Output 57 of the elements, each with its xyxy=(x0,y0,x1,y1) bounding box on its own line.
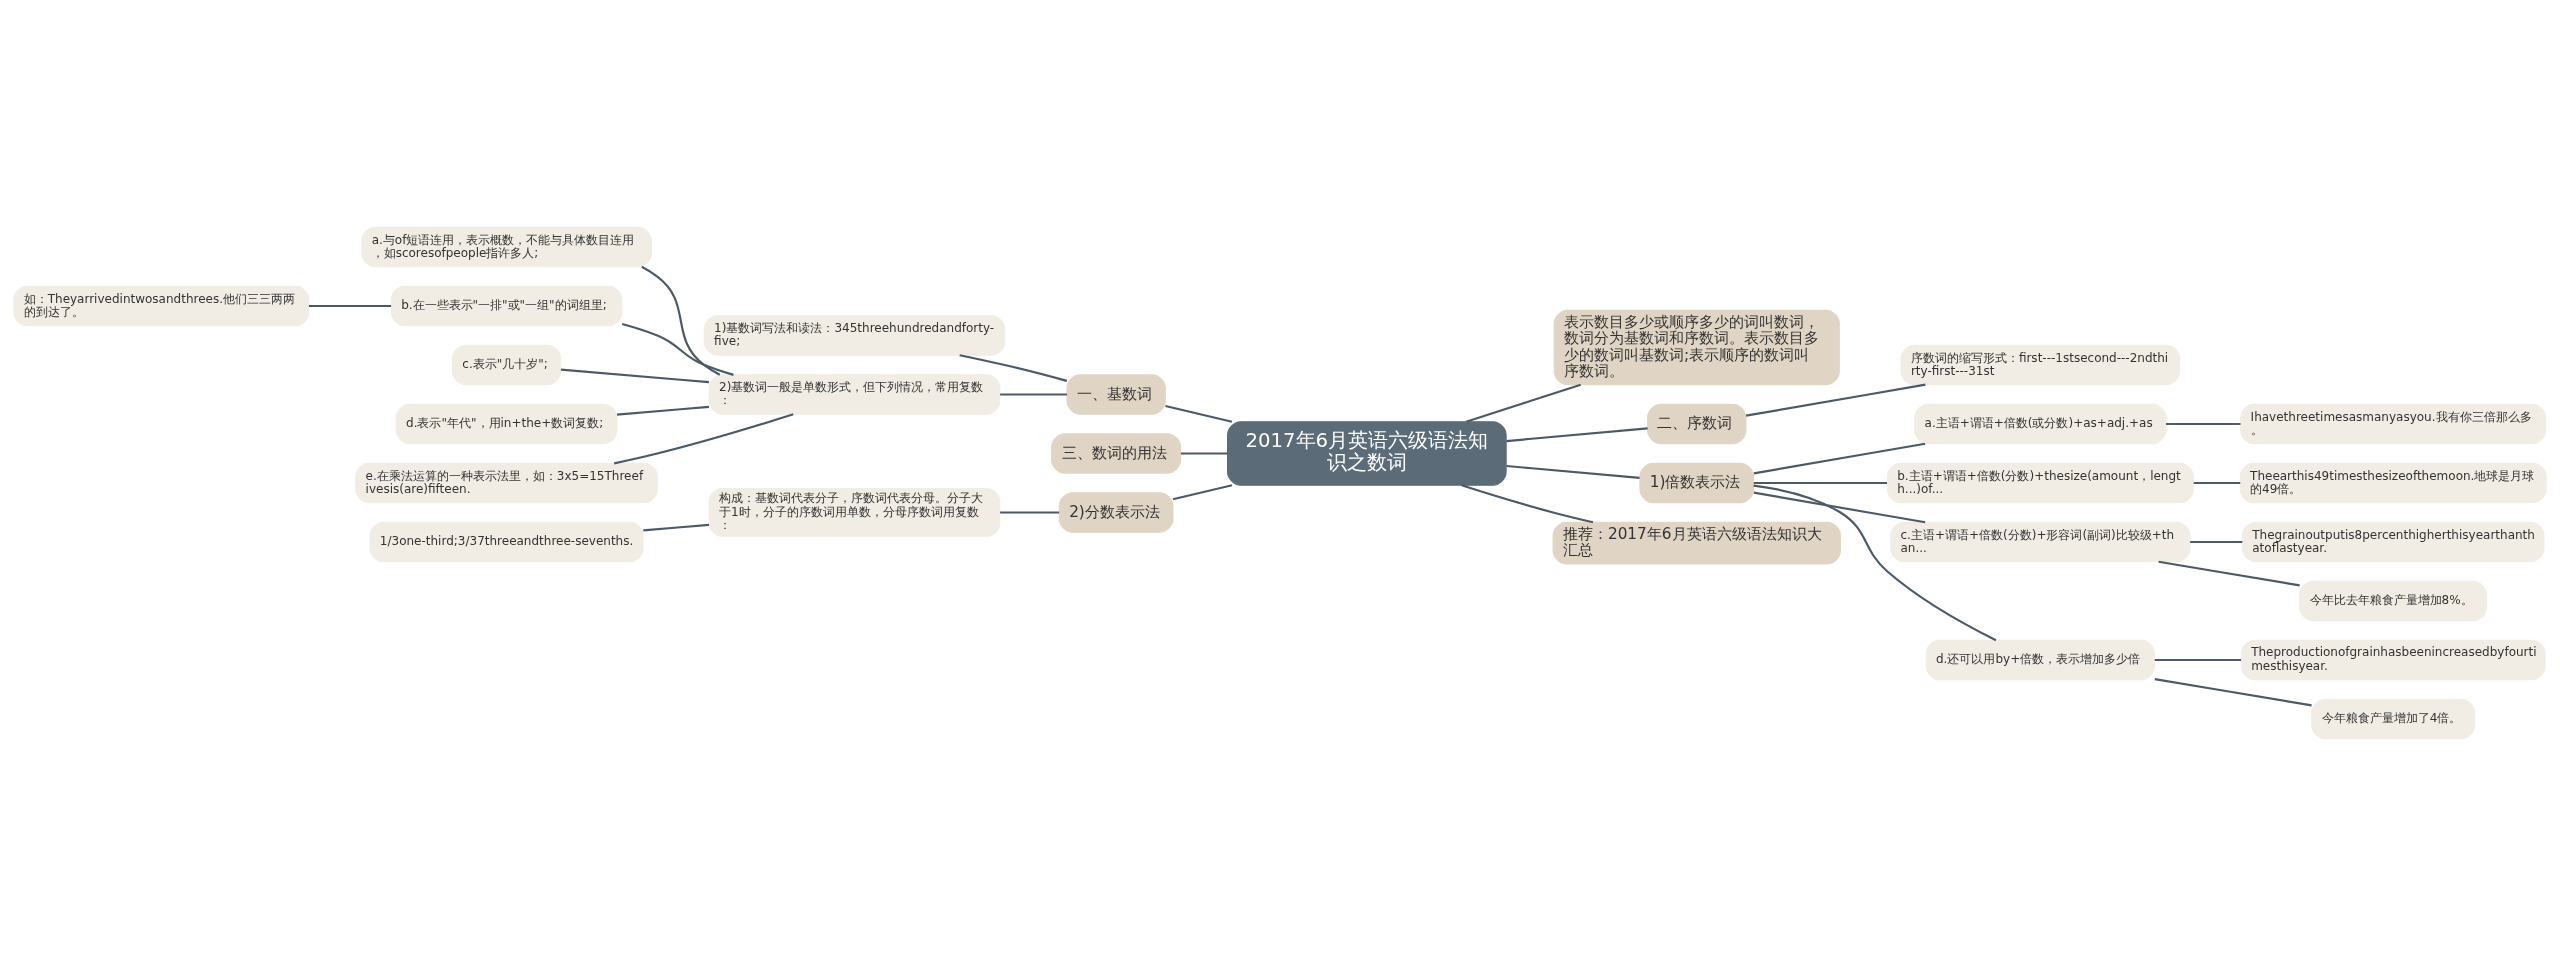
node-box: c.表示"几十岁"; xyxy=(451,344,562,385)
connector xyxy=(1753,491,1926,523)
connector xyxy=(1506,426,1648,442)
connector xyxy=(2154,658,2242,661)
connector xyxy=(2154,677,2312,706)
node-box: b.在一些表示"一排"或"一组"的词组里; xyxy=(390,285,623,326)
node-box: 1)基数词写法和读法：345threehundredandforty-five; xyxy=(703,314,1006,356)
connector xyxy=(959,353,1068,382)
connector xyxy=(2158,560,2300,586)
node-box: Theproductionofgrainhasbeenincreasedbyfourtimesthisyear. xyxy=(2240,639,2546,680)
connector xyxy=(1165,404,1233,423)
node-box: 1)倍数表示法 xyxy=(1639,462,1755,503)
node-box: 今年粮食产量增加了4倍。 xyxy=(2311,698,2476,739)
node-box: d.表示"年代"，用in+the+数词复数; xyxy=(395,403,618,444)
connector xyxy=(616,405,710,416)
connector xyxy=(308,304,392,307)
connector xyxy=(1753,484,1997,641)
node-box: e.在乘法运算的一种表示法里，如：3x5=15Threefivesis(are)fifteen. xyxy=(355,462,658,503)
connector xyxy=(2190,540,2243,543)
node-box: 2017年6月英语六级语法知识之数词 xyxy=(1227,420,1507,486)
connector xyxy=(614,412,794,464)
node-box: 三、数词的用法 xyxy=(1051,432,1182,474)
node-box: a.与of短语连用，表示概数，不能与具体数目连用，如scoresofpeople指许多人; xyxy=(361,226,652,267)
node-box: Thegrainoutputis8percenthigherthisyearthanthatoflastyear. xyxy=(2241,521,2545,562)
node-box: Theearthis49timesthesizeofthemoon.地球是月球的49倍。 xyxy=(2239,462,2547,503)
node-box: 2)基数词一般是单数形式，但下列情况，常用复数： xyxy=(708,373,1001,415)
connector xyxy=(2193,481,2241,484)
node-box: 二、序数词 xyxy=(1647,403,1747,444)
node-box: Ihavethreetimesasmanyasyou.我有你三倍那么多。 xyxy=(2240,403,2547,444)
node-box: 1/3one-third;3/37threeandthree-sevenths. xyxy=(369,521,644,562)
connector xyxy=(1000,392,1067,396)
node-box: 表示数目多少或顺序多少的词叫数词，数词分为基数词和序数词。表示数目多少的数词叫基数词;表示顺序的数词叫序数词。 xyxy=(1553,309,1840,385)
connector xyxy=(1180,451,1228,455)
connector xyxy=(1506,464,1640,479)
node-box: d.还可以用by+倍数，表示增加多少倍 xyxy=(1925,639,2156,680)
node-box: b.主语+谓语+倍数(分数)+thesize(amount，length...)of... xyxy=(1886,462,2194,503)
node-box: 构成：基数词代表分子，序数词代表分母。分子大于1时，分子的序数词用单数，分母序数词用复数： xyxy=(708,487,1001,537)
connector xyxy=(621,322,734,376)
node-box: 2)分数表示法 xyxy=(1058,491,1174,533)
connector xyxy=(560,367,710,383)
node-box: c.主语+谓语+倍数(分数)+形容词(副词)比较级+than... xyxy=(1890,521,2191,562)
connector xyxy=(1745,383,1926,417)
node-box: a.主语+谓语+倍数(或分数)+as+adj.+as xyxy=(1914,403,2167,444)
connector xyxy=(2166,422,2241,425)
connector xyxy=(1753,481,1888,484)
node-box: 序数词的缩写形式：first---1stsecond---2ndthirty-first---31st xyxy=(1900,344,2181,385)
connector xyxy=(641,265,721,376)
connector xyxy=(1172,483,1233,500)
node-box: 推荐：2017年6月英语六级语法知识大汇总 xyxy=(1552,521,1841,564)
node-box: 如：Theyarrivedintwosandthrees.他们三三两两的到达了。 xyxy=(13,285,310,326)
connector xyxy=(1000,510,1060,514)
connector xyxy=(1461,483,1594,523)
connector xyxy=(1753,442,1926,474)
connector xyxy=(643,523,710,531)
connector xyxy=(1465,383,1582,423)
node-box: 今年比去年粮食产量增加8%。 xyxy=(2299,580,2488,621)
node-box: 一、基数词 xyxy=(1066,373,1166,415)
